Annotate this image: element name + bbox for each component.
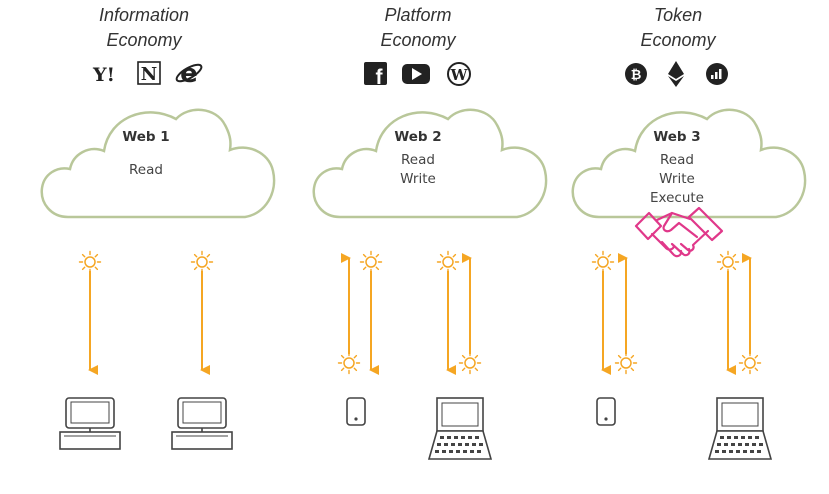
internet-explorer-icon: e [175, 59, 203, 89]
yahoo-icon: Y! [92, 64, 115, 86]
cloud-title: Web 2 [394, 129, 442, 145]
cloud-label-web-1: Web 1 Read [86, 128, 206, 180]
bitcoin-icon: ₿ [625, 63, 647, 85]
title-line-2: Economy [106, 30, 182, 50]
column-1-icons: Y! N e [92, 59, 203, 89]
capability-read: Read [660, 152, 694, 168]
cloud-label-web-3: Web 3 Read Write Execute [617, 128, 737, 208]
desktop-computer-icon [171, 397, 233, 450]
cloud-title: Web 3 [653, 129, 701, 145]
title-line-1: Platform [384, 5, 452, 25]
handshake-icon [634, 206, 724, 258]
column-3-icons: ₿ [625, 61, 728, 87]
svg-text:N: N [141, 64, 157, 85]
column-title-platform-economy: Platform Economy [328, 3, 508, 53]
column-title-information-economy: Information Economy [54, 3, 234, 53]
column-2-icons: f W [364, 62, 471, 89]
capability-write: Write [400, 171, 436, 187]
wordpress-icon: W [447, 62, 471, 86]
laptop-icon [708, 397, 772, 460]
svg-text:W: W [450, 66, 469, 84]
title-line-2: Economy [380, 30, 456, 50]
mobile-phone-icon [346, 397, 366, 426]
capability-execute: Execute [650, 190, 704, 206]
chart-coin-icon [706, 63, 728, 85]
capability-read: Read [129, 162, 163, 178]
cloud-label-web-2: Web 2 Read Write [358, 128, 478, 189]
desktop-computer-icon [59, 397, 121, 450]
title-line-2: Economy [640, 30, 716, 50]
ethereum-icon [668, 61, 684, 87]
data-flow-arrows-web-1 [78, 250, 214, 375]
capability-write: Write [659, 171, 695, 187]
title-line-1: Information [98, 5, 190, 25]
svg-text:f: f [376, 66, 384, 89]
data-flow-arrows-web-3 [591, 250, 762, 375]
mobile-phone-icon [596, 397, 616, 426]
data-flow-arrows-web-2 [337, 250, 482, 375]
netscape-icon: N [137, 61, 161, 85]
laptop-icon [428, 397, 492, 460]
column-title-token-economy: Token Economy [588, 3, 768, 53]
capability-read: Read [401, 152, 435, 168]
cloud-title: Web 1 [122, 129, 170, 145]
title-line-1: Token [653, 5, 703, 25]
youtube-icon [402, 64, 430, 84]
svg-text:₿: ₿ [631, 68, 642, 83]
facebook-icon: f [364, 62, 387, 89]
